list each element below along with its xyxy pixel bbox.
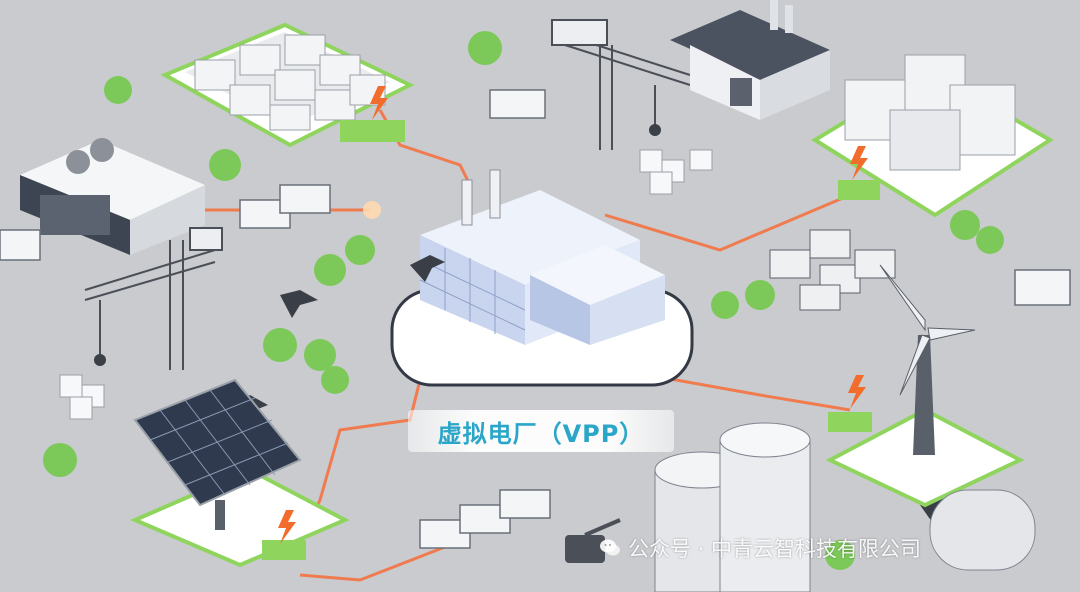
- watermark-text: 公众号 · 中青云智科技有限公司: [628, 537, 922, 561]
- glow-point: [363, 201, 381, 219]
- generators: [811, 54, 1054, 218]
- tower-crane: [551, 19, 691, 150]
- excavator: [565, 518, 621, 563]
- lightning-bolt-icon: [278, 510, 296, 544]
- solar-panel: [129, 378, 350, 568]
- machinery: [769, 229, 896, 311]
- watermark: 公众号 · 中青云智科技有限公司: [598, 533, 921, 563]
- tower-crane-left: [84, 227, 223, 370]
- lightning-bolt-icon: [850, 146, 868, 180]
- wind-turbine: [825, 264, 1025, 508]
- wechat-icon: [600, 539, 620, 556]
- storage-tanks: [654, 422, 1036, 592]
- trucks: [0, 89, 1071, 549]
- lightning-bolt-icon: [370, 86, 388, 120]
- central-power-plant: [390, 169, 694, 387]
- boxes: [59, 149, 713, 420]
- battery-storage: [160, 22, 415, 148]
- lightning-bolt-icon: [848, 375, 866, 409]
- data-center: [20, 138, 205, 255]
- vpp-title-label: 虚拟电厂（VPP）: [408, 410, 674, 452]
- warehouse: [670, 0, 830, 120]
- trees: [43, 31, 1004, 570]
- crane-hook: [649, 124, 661, 136]
